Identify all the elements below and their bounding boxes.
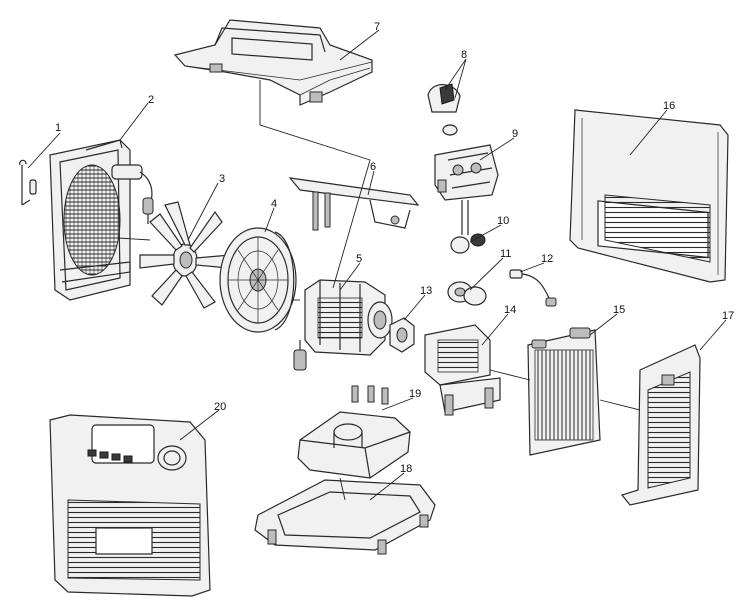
- callout-5: 5: [356, 253, 362, 265]
- part-19-inverter: [297, 385, 411, 479]
- part-10-valve: [450, 233, 486, 254]
- part-20-front-panel: [49, 414, 211, 597]
- callout-17: 17: [722, 310, 734, 322]
- part-17-rear-grill: [620, 344, 701, 506]
- part-15-heat-exchanger: [527, 327, 601, 456]
- callout-15: 15: [613, 304, 625, 316]
- callout-13: 13: [420, 285, 432, 297]
- part-7-carry-handle: [173, 19, 373, 106]
- callout-10: 10: [497, 215, 509, 227]
- part-9-carburetor: [434, 144, 499, 235]
- callout-7: 7: [374, 21, 380, 33]
- callout-11: 11: [500, 248, 511, 260]
- callout-3: 3: [219, 173, 225, 185]
- part-4-rotor: [219, 227, 297, 333]
- callout-14: 14: [504, 304, 516, 316]
- leader-lines: [27, 29, 727, 501]
- callout-12: 12: [541, 253, 553, 265]
- part-16-right-cover: [569, 109, 729, 283]
- part-5-engine-block: [293, 279, 393, 371]
- part-1-wire-clip: [19, 159, 37, 206]
- callout-2: 2: [148, 94, 154, 106]
- callout-4: 4: [271, 198, 277, 210]
- part-12-cable: [509, 269, 557, 307]
- part-14-pump: [424, 324, 501, 416]
- part-18-base-plate: [254, 479, 436, 555]
- callout-labels: 1 2 3 4 5 6 7 8 9 10 11 12 13 14 15 16 1…: [55, 21, 734, 475]
- callout-1: 1: [55, 122, 61, 134]
- callout-6: 6: [370, 161, 376, 173]
- callout-8: 8: [461, 49, 467, 61]
- callout-16: 16: [663, 100, 675, 112]
- part-11-fittings: [447, 281, 487, 306]
- part-2-left-cover: [49, 139, 154, 301]
- callout-18: 18: [400, 463, 412, 475]
- callout-20: 20: [214, 401, 226, 413]
- part-6-bracket: [288, 177, 420, 231]
- part-3-fan: [139, 201, 231, 309]
- part-13-coupling: [389, 317, 415, 353]
- part-8-knob: [427, 83, 461, 136]
- callout-9: 9: [512, 128, 518, 140]
- callout-19: 19: [409, 388, 421, 400]
